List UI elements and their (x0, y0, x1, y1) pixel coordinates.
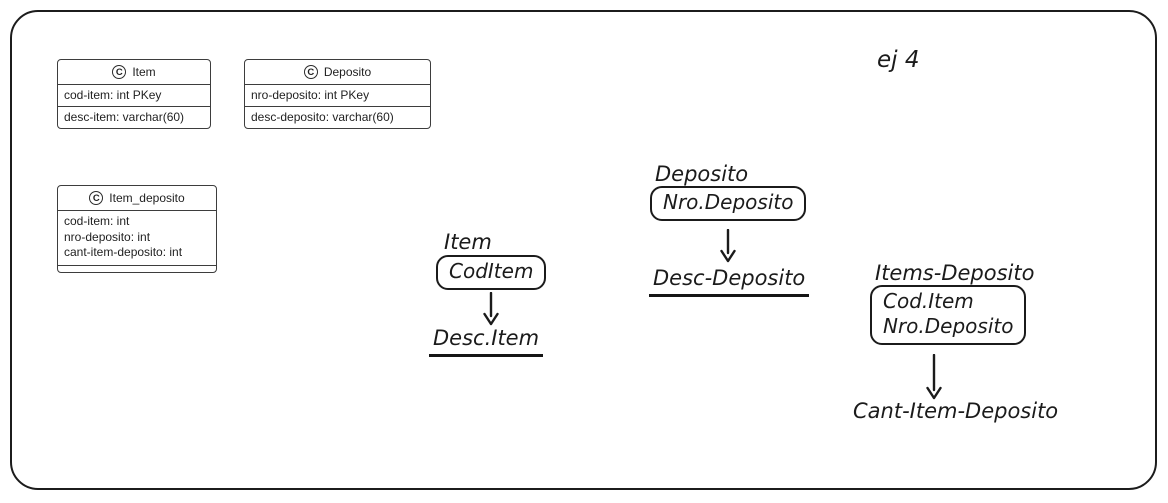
fd-determinant-attribute: Cod.Item (883, 289, 974, 313)
uml-class-header: C Item (58, 60, 210, 84)
class-attributes: cod-item: int nro-deposito: int cant-ite… (58, 210, 216, 265)
class-attribute: desc-item: varchar(60) (58, 106, 210, 128)
arrow-down-icon (483, 292, 499, 326)
class-attribute: cod-item: int PKey (58, 84, 210, 106)
fd-dependent: Desc.Item (429, 326, 544, 358)
uml-class-deposito: C Deposito nro-deposito: int PKey desc-d… (244, 59, 431, 129)
fd-dependent: Cant-Item-Deposito (853, 399, 1059, 423)
class-circle-c-icon: C (112, 65, 127, 79)
uml-class-item: C Item cod-item: int PKey desc-item: var… (57, 59, 211, 129)
class-title: Deposito (323, 65, 372, 79)
arrow-down-icon (926, 354, 942, 400)
fd-title: Deposito (655, 162, 749, 186)
class-attribute: nro-deposito: int (64, 229, 151, 244)
canvas-frame (10, 10, 1157, 490)
uml-class-header: C Deposito (245, 60, 430, 84)
arrow-down-icon (720, 229, 736, 263)
fd-determinant-box: CodItem (436, 255, 547, 290)
class-attribute: desc-deposito: varchar(60) (245, 106, 430, 128)
uml-class-item-deposito: C Item_deposito cod-item: int nro-deposi… (57, 185, 217, 273)
class-attribute: nro-deposito: int PKey (245, 84, 430, 106)
class-title: Item_deposito (109, 191, 185, 205)
fd-determinant-box: Nro.Deposito (650, 186, 807, 221)
class-methods-empty (58, 264, 216, 272)
fd-dependent: Desc-Deposito (649, 266, 810, 298)
fd-determinant-box: Cod.Item Nro.Deposito (870, 285, 1027, 345)
uml-class-header: C Item_deposito (58, 186, 216, 210)
fd-determinant-attribute: Nro.Deposito (883, 314, 1014, 338)
fd-title: Item (444, 230, 492, 254)
class-attribute: cant-item-deposito: int (64, 245, 183, 259)
class-circle-c-icon: C (89, 191, 104, 205)
fd-title: Items-Deposito (875, 261, 1035, 285)
class-attribute: cod-item: int (64, 214, 130, 228)
exercise-note: ej 4 (877, 47, 920, 73)
class-circle-c-icon: C (303, 65, 318, 79)
class-title: Item (132, 65, 156, 79)
